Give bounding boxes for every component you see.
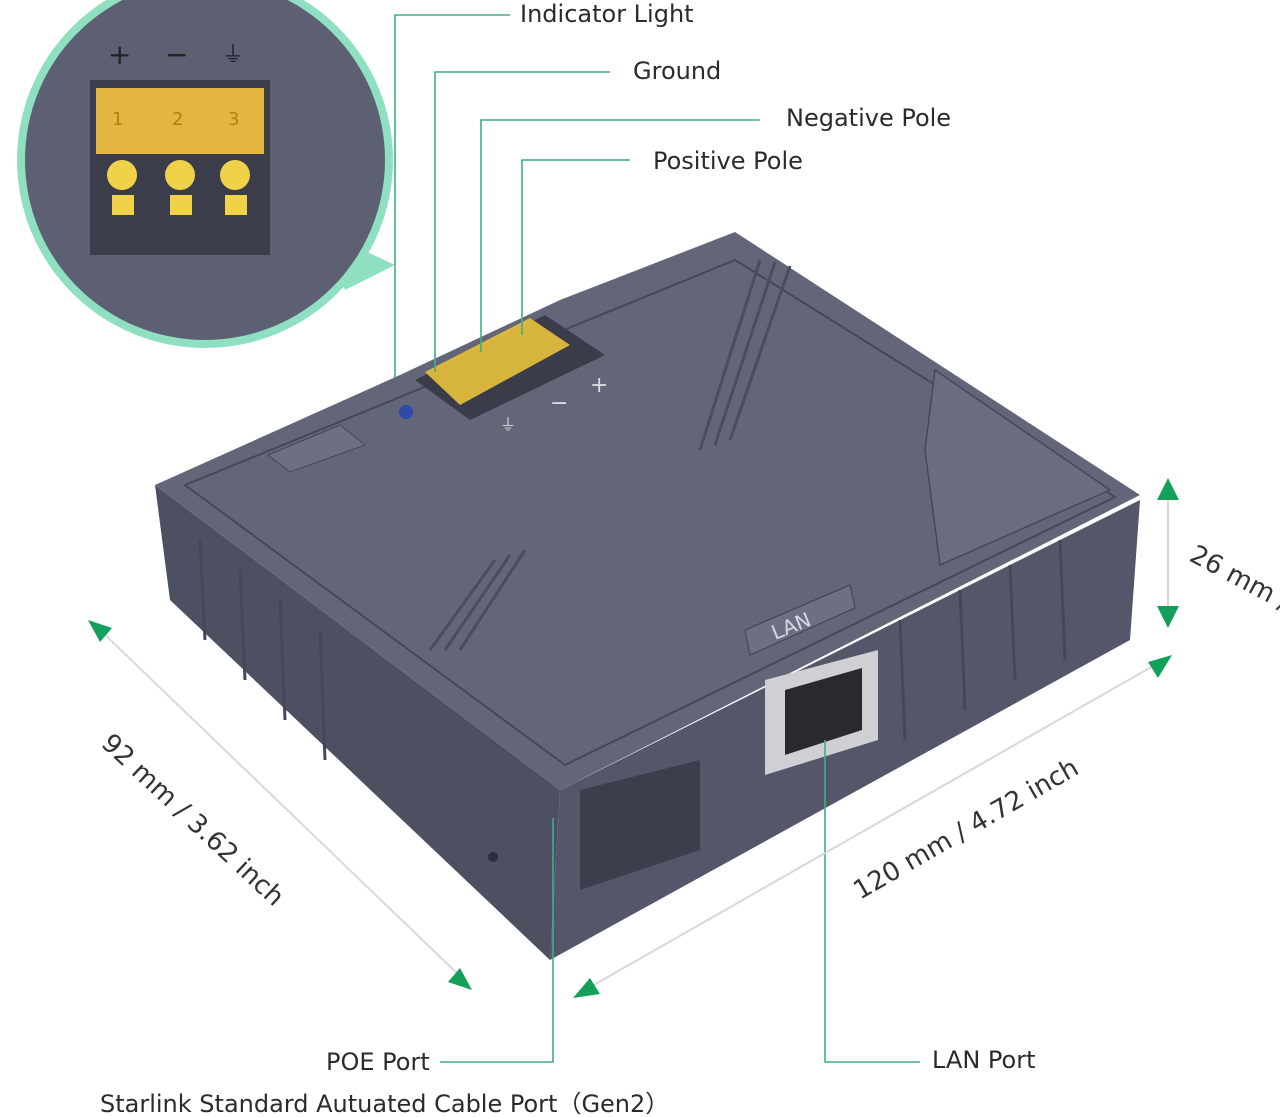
left-side-face — [155, 485, 560, 960]
arrow-head-icon — [448, 968, 472, 990]
top-label-plate — [267, 424, 367, 473]
terminal-number-3: 3 — [228, 109, 239, 130]
lan-port-label: LAN Port — [932, 1046, 1036, 1074]
terminal-number-1: 1 — [112, 109, 123, 130]
top-face — [155, 232, 1140, 790]
poe-injector-device: ⏚ − + LAN — [155, 232, 1140, 960]
poe-port-label: POE Port — [326, 1048, 430, 1076]
arrow-head-icon — [1148, 655, 1172, 678]
indicator-light — [399, 405, 413, 419]
cable-port-label: Starlink Standard Autuated Cable Port（Ge… — [100, 1090, 669, 1117]
inset-negative-symbol: − — [165, 38, 188, 71]
body-ground-symbol: ⏚ — [500, 415, 516, 434]
poe-port-opening — [580, 760, 700, 890]
body-negative-symbol: − — [550, 391, 568, 416]
arrow-head-icon — [1157, 606, 1179, 628]
inset-ground-symbol: ⏚ — [222, 43, 244, 68]
callouts: Indicator Light Ground Negative Pole Pos… — [100, 0, 1036, 1117]
indicator-light-label: Indicator Light — [520, 0, 694, 28]
ground-label: Ground — [633, 57, 721, 85]
arrow-head-icon — [573, 978, 600, 998]
height-dimension-label: 26 mm / 1.02 inch — [1185, 540, 1280, 678]
mounting-hole — [488, 852, 498, 862]
top-raised-panel — [924, 368, 1112, 567]
terminal-block — [425, 318, 570, 405]
terminal-cover — [96, 88, 264, 154]
lan-port-socket — [785, 668, 862, 755]
positive-pole-label: Positive Pole — [653, 147, 803, 175]
width-dimension-label: 92 mm / 3.62 inch — [95, 728, 289, 912]
arrow-head-icon — [88, 620, 112, 642]
cooling-ribs — [198, 539, 1067, 761]
terminal-inset: 1 2 3 + − ⏚ — [17, 0, 395, 348]
top-grooves — [428, 259, 792, 651]
terminal-number-2: 2 — [172, 109, 183, 130]
arrow-head-icon — [1157, 478, 1179, 500]
inset-positive-symbol: + — [108, 38, 131, 71]
lan-label-plate — [744, 584, 856, 656]
negative-pole-label: Negative Pole — [786, 104, 951, 132]
dimension-height: 26 mm / 1.02 inch — [1157, 478, 1280, 678]
body-positive-symbol: + — [590, 373, 608, 398]
